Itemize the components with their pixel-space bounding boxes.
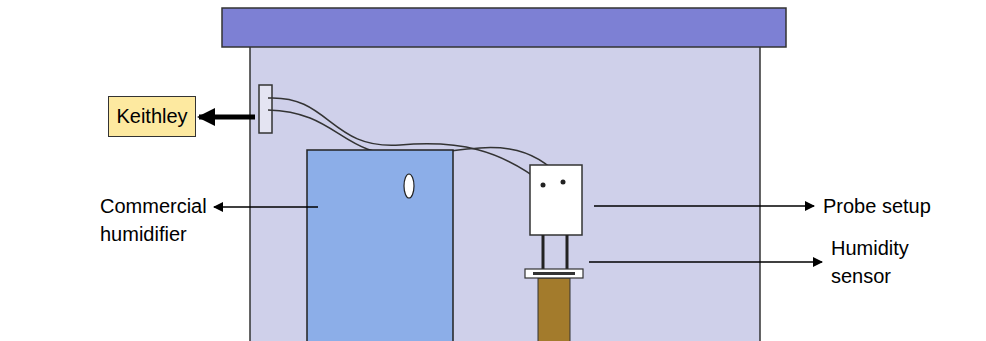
wall-feedthrough — [259, 85, 272, 133]
instrument-name: Keithley — [116, 105, 187, 128]
probe-leg — [542, 235, 545, 271]
probe-terminal — [561, 180, 566, 185]
probe-terminal — [541, 183, 546, 188]
probe-leg — [566, 235, 569, 271]
chamber-lid — [222, 8, 786, 47]
part-label: Commercial humidifier — [100, 192, 208, 248]
humidifier-body — [307, 150, 453, 341]
part-label: Humidity sensor — [831, 234, 946, 290]
chamber-body — [250, 45, 760, 341]
leader-arrow — [214, 206, 318, 208]
probe-box — [530, 165, 582, 235]
sensor-film — [533, 272, 575, 275]
sensor-holder — [538, 278, 570, 341]
humidifier-handle — [404, 174, 414, 198]
part-label: Probe setup — [823, 192, 973, 220]
instrument-box: Keithley — [108, 96, 196, 137]
sensor-plate — [525, 269, 583, 278]
output-arrow — [199, 115, 255, 120]
leader-arrow — [589, 261, 822, 263]
leader-arrow — [594, 205, 814, 207]
